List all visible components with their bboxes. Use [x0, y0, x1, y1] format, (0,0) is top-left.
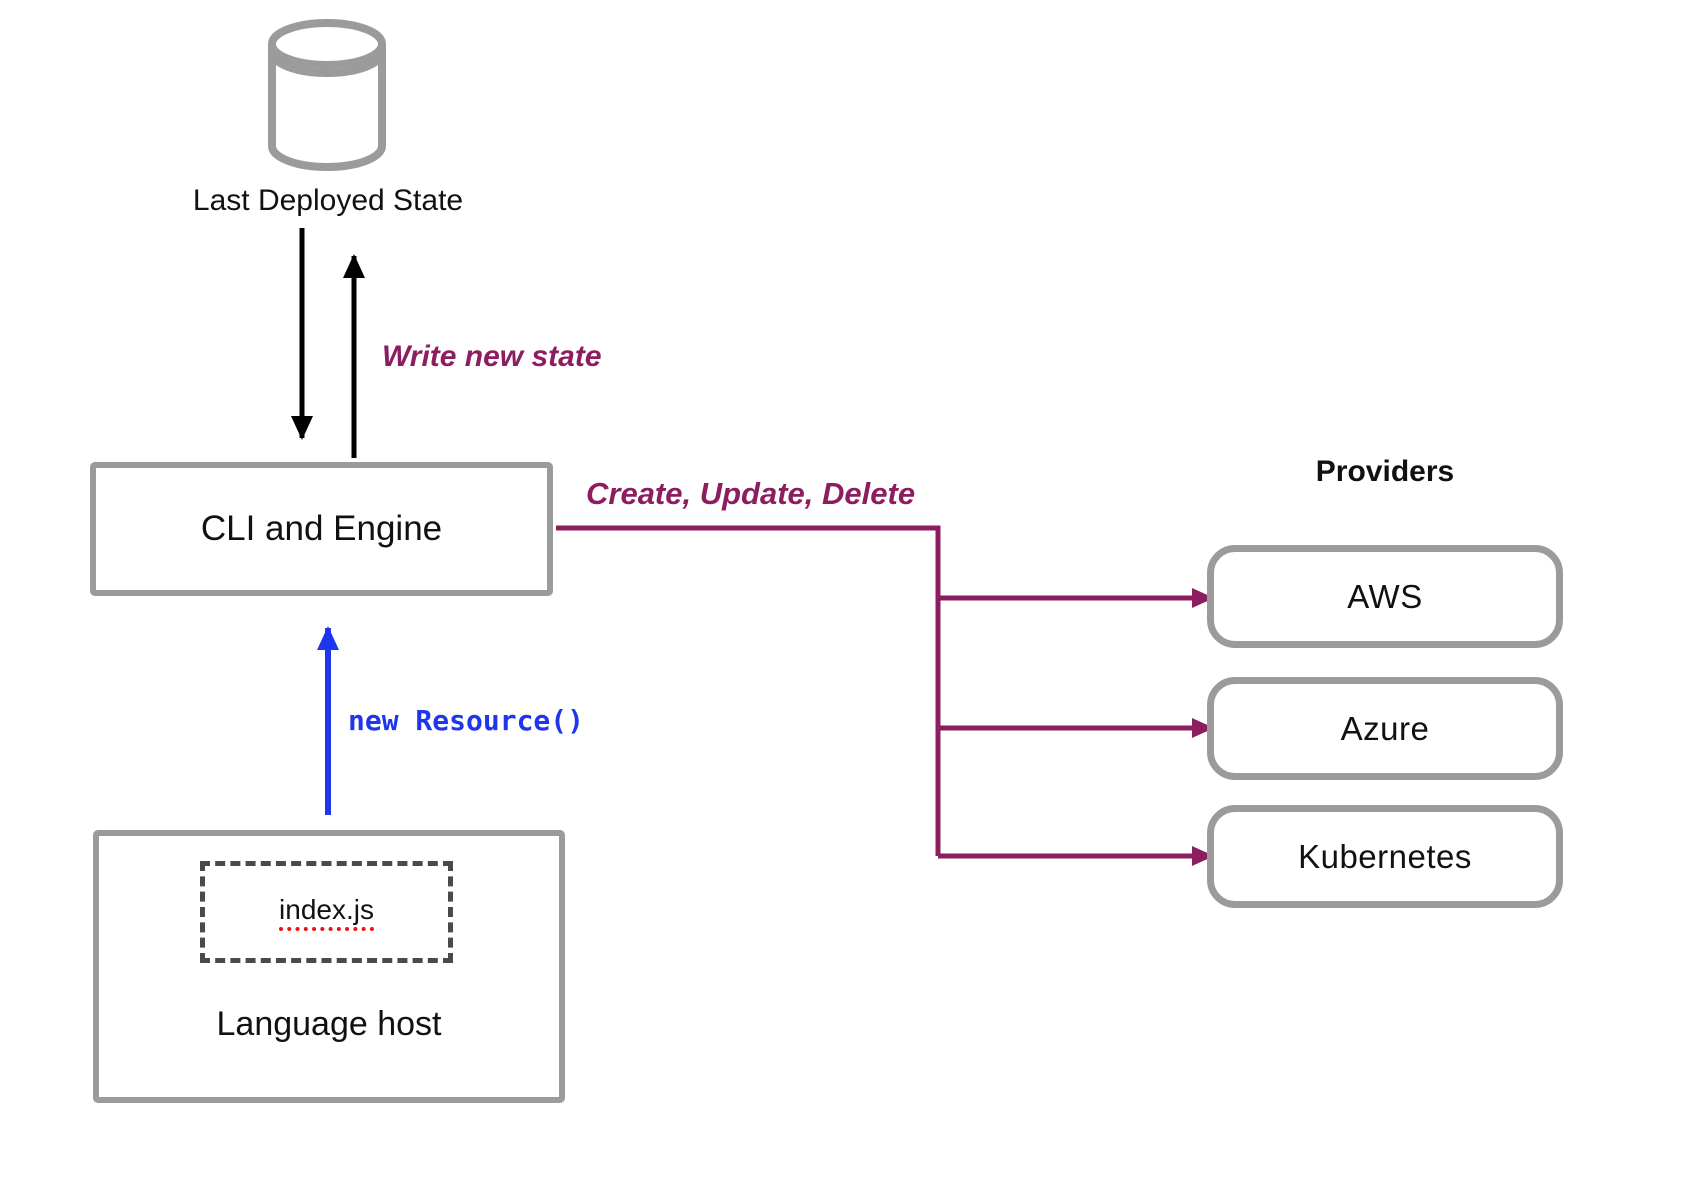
providers-heading: Providers — [1315, 455, 1455, 488]
new-resource-label: new Resource() — [348, 704, 585, 737]
index-js-box: index.js — [200, 861, 453, 963]
create-update-delete-trunk — [556, 525, 941, 856]
provider-box-azure: Azure — [1207, 677, 1563, 780]
provider-box-kubernetes: Kubernetes — [1207, 805, 1563, 908]
create-update-delete-label: Create, Update, Delete — [586, 476, 916, 511]
database-cylinder-icon — [268, 19, 386, 171]
index-js-label: index.js — [279, 894, 374, 931]
provider-label-azure: Azure — [1340, 709, 1430, 747]
provider-label-aws: AWS — [1347, 577, 1423, 615]
last-deployed-state-label: Last Deployed State — [192, 184, 464, 217]
language-host-label: Language host — [216, 1005, 442, 1043]
provider-label-kubernetes: Kubernetes — [1298, 837, 1472, 875]
cli-engine-box: CLI and Engine — [90, 462, 553, 596]
cli-engine-label: CLI and Engine — [200, 509, 443, 548]
write-new-state-label: Write new state — [382, 340, 602, 373]
provider-box-aws: AWS — [1207, 545, 1563, 648]
